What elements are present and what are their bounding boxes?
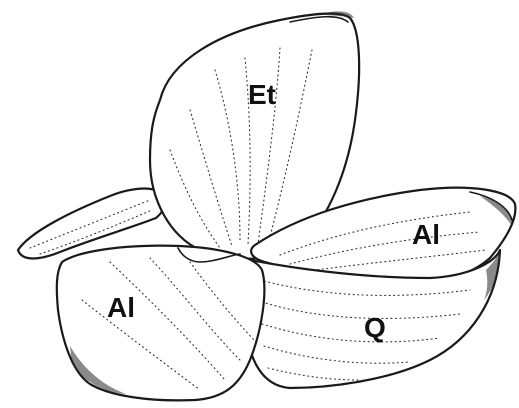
- label-al-right: Al: [412, 219, 440, 250]
- label-et: Et: [248, 79, 276, 110]
- wing-petal-al-left: [57, 246, 265, 401]
- label-q: Q: [364, 312, 386, 343]
- label-al-left: Al: [107, 292, 135, 323]
